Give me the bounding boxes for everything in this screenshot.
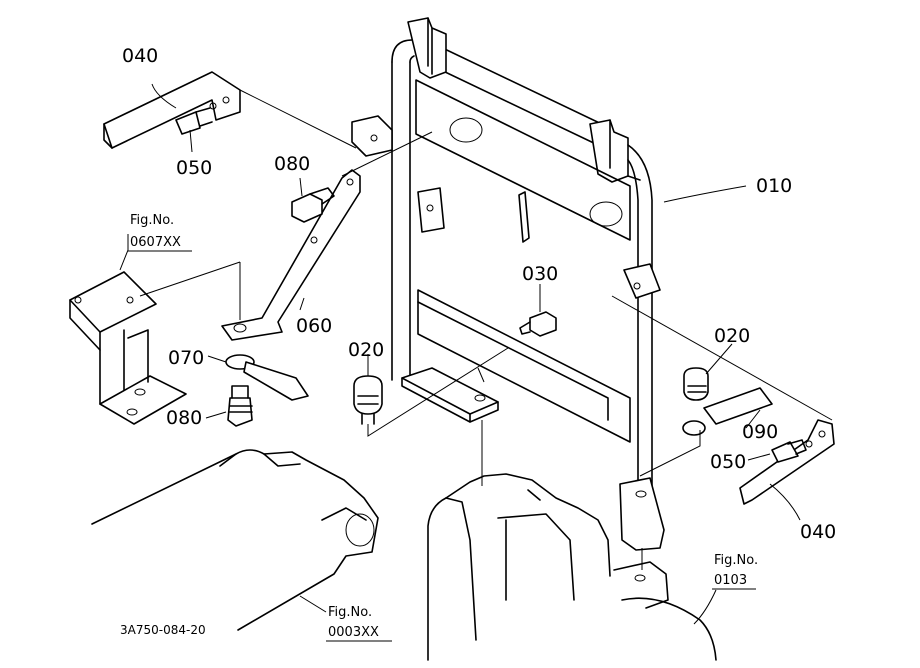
fig-ref-number: 0607XX — [130, 235, 181, 250]
bolt-080-bottom — [227, 385, 253, 427]
label-010: 010 — [756, 175, 792, 197]
label-050-top: 050 — [176, 157, 212, 179]
bolt-030 — [519, 311, 557, 337]
bolt-050-top — [175, 107, 213, 135]
label-050-bottom: 050 — [710, 451, 746, 473]
washer-070 — [225, 354, 309, 401]
label-020-right: 020 — [714, 325, 750, 347]
label-080-top: 080 — [274, 153, 310, 175]
callout-labels: 040 050 080 060 070 080 020 030 010 020 … — [122, 45, 836, 543]
main-frame — [351, 17, 665, 551]
label-040-bottom: 040 — [800, 521, 836, 543]
label-030: 030 — [522, 263, 558, 285]
plate-090 — [682, 387, 773, 436]
bolt-080-top — [291, 187, 335, 223]
label-080-bottom: 080 — [166, 407, 202, 429]
housing-outline — [427, 473, 717, 661]
figure-reference-0003: Fig.No. 0003XX — [326, 605, 392, 642]
leader-lines — [139, 89, 833, 570]
mount-020-right — [683, 367, 709, 401]
figure-reference-0607: Fig.No. 0607XX — [128, 213, 192, 252]
bolt-050-bottom — [771, 439, 807, 463]
fig-ref-label: Fig.No. — [328, 605, 372, 620]
bracket-040-top — [103, 71, 241, 149]
figure-reference-0103: Fig.No. 0103 — [712, 553, 758, 590]
callout-leaders — [119, 83, 801, 625]
fig-ref-label: Fig.No. — [714, 553, 758, 568]
bracket-040-bottom — [739, 419, 835, 505]
label-070: 070 — [168, 347, 204, 369]
fig-ref-label: Fig.No. — [130, 213, 174, 228]
label-040-top: 040 — [122, 45, 158, 67]
drawing-code: 3A750-084-20 — [120, 623, 206, 637]
label-060: 060 — [296, 315, 332, 337]
engine-block-outline — [91, 449, 379, 631]
strut-060 — [221, 169, 361, 341]
label-090: 090 — [742, 421, 778, 443]
fig-ref-number: 0103 — [714, 573, 747, 588]
mount-020-left — [353, 375, 383, 425]
side-bracket-assembly — [69, 271, 187, 425]
label-020-left: 020 — [348, 339, 384, 361]
fig-ref-number: 0003XX — [328, 625, 379, 640]
